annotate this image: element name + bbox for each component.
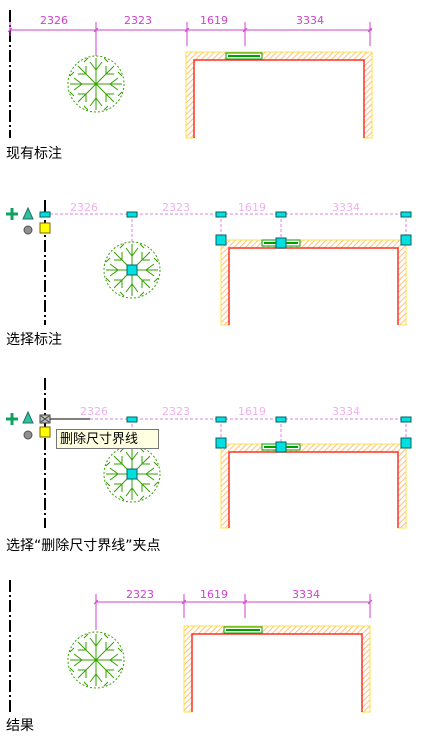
caption-select: 选择标注: [6, 332, 62, 348]
caption-delete-grip: 选择“删除尺寸界线”夹点: [6, 538, 161, 554]
panel-delete-grip: 2326 2323 1619 3334: [6, 378, 412, 529]
dimension-text: 1619: [200, 14, 228, 27]
grip-selected[interactable]: [39, 426, 51, 438]
dimension-text: 2326: [70, 201, 98, 214]
grip[interactable]: [39, 211, 51, 218]
wall-outline: [185, 51, 373, 139]
panel-result: 2323 1619 3334: [9, 580, 373, 713]
grip[interactable]: [400, 211, 412, 218]
grip[interactable]: [215, 211, 227, 218]
grips[interactable]: [6, 410, 412, 480]
dimension-text: 2323: [124, 14, 152, 27]
dimension-text: 2326: [40, 14, 68, 27]
wall-outline: [183, 625, 371, 713]
wall-outline: [220, 443, 407, 529]
dimension-text: 1619: [238, 201, 266, 214]
grip[interactable]: [126, 468, 138, 480]
dimension-text: 1619: [238, 405, 266, 418]
grips[interactable]: [6, 206, 412, 276]
caption-result: 结果: [6, 718, 34, 734]
grip-delete-icon: [40, 415, 50, 423]
grip[interactable]: [400, 437, 412, 449]
grip[interactable]: [126, 416, 138, 423]
grip[interactable]: [126, 264, 138, 276]
circle-icon[interactable]: [23, 430, 33, 440]
dimension-text: 2323: [126, 588, 154, 601]
dimension-text: 3334: [332, 201, 360, 214]
dimension-text: 2323: [162, 405, 190, 418]
plus-icon[interactable]: [6, 208, 18, 220]
tree-symbol: [67, 55, 125, 113]
dimension-text: 3334: [332, 405, 360, 418]
grip[interactable]: [275, 416, 287, 423]
triangle-icon[interactable]: [22, 410, 34, 424]
tree-symbol: [67, 631, 125, 689]
tooltip: 删除尺寸界线: [56, 429, 159, 449]
dimension-text: 3334: [296, 14, 324, 27]
panel-select: 2326 2323 1619 3334: [6, 200, 412, 326]
dimension-text: 3334: [292, 588, 320, 601]
wall-outline: [220, 239, 407, 326]
dimension-text: 1619: [200, 588, 228, 601]
grip[interactable]: [215, 416, 227, 423]
grip[interactable]: [215, 234, 227, 246]
circle-icon[interactable]: [23, 225, 33, 235]
grip[interactable]: [275, 237, 287, 249]
triangle-icon[interactable]: [22, 206, 34, 220]
plus-icon[interactable]: [6, 413, 18, 425]
dimension-line: [93, 594, 373, 630]
panel-existing: 2326 2323 1619 3334: [7, 10, 373, 139]
dimension-line: [7, 22, 373, 56]
grip[interactable]: [275, 211, 287, 218]
dimension-text: 2326: [80, 405, 108, 418]
grip[interactable]: [126, 211, 138, 218]
grip[interactable]: [400, 234, 412, 246]
caption-existing: 现有标注: [6, 146, 62, 162]
dimension-text: 2323: [162, 201, 190, 214]
grip[interactable]: [400, 416, 412, 423]
grip-selected[interactable]: [39, 222, 51, 234]
grip[interactable]: [215, 437, 227, 449]
grip[interactable]: [275, 441, 287, 453]
